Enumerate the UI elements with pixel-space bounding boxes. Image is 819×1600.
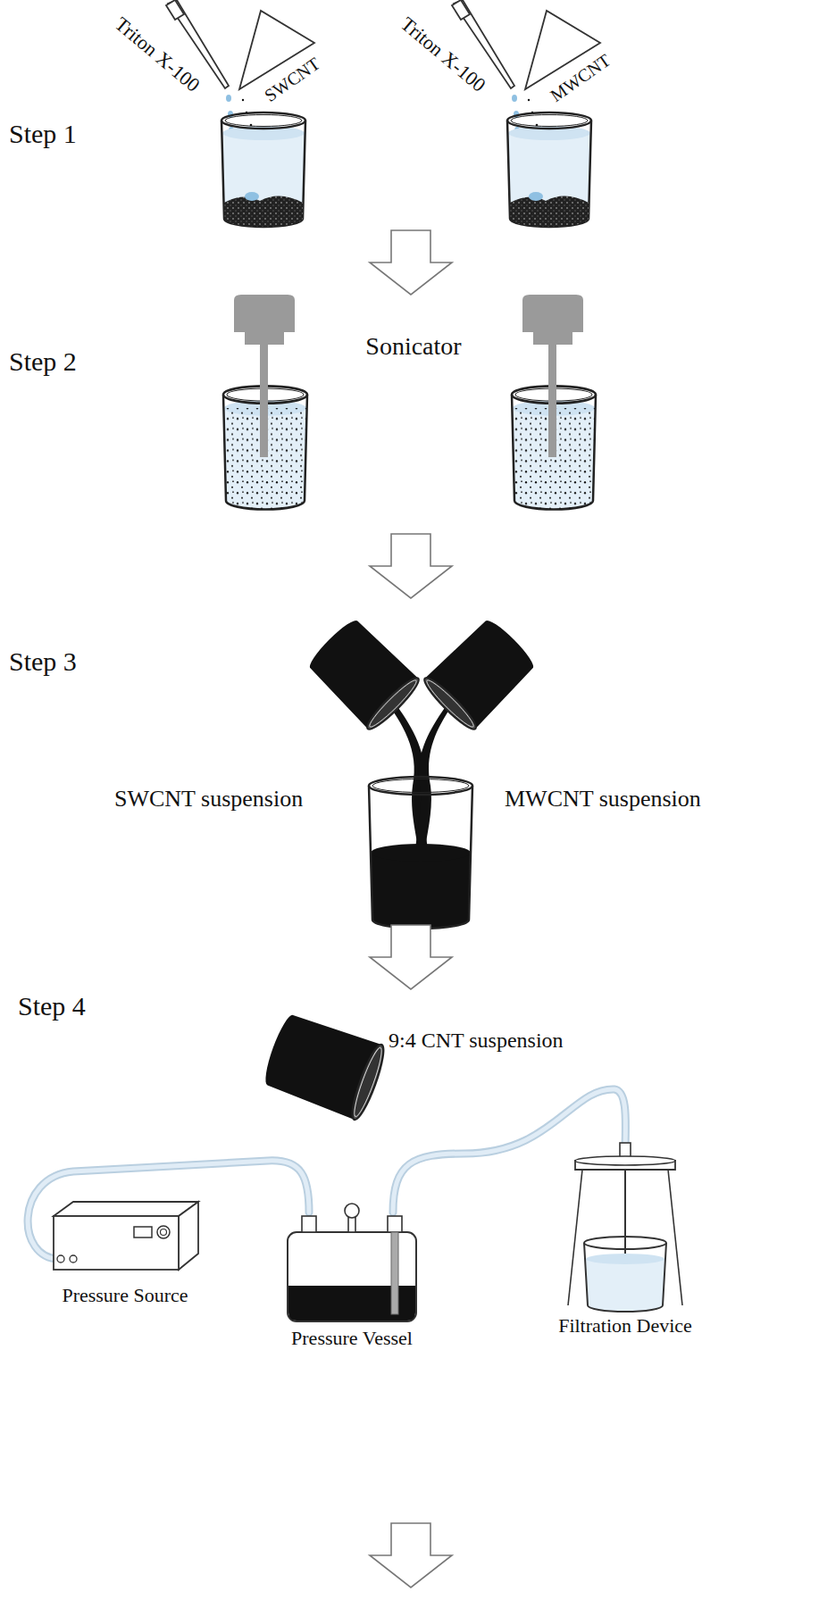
step1-beaker-left-part <box>244 192 260 201</box>
tilted-beaker-swcnt-part <box>303 614 423 734</box>
material-label: SWCNT <box>260 53 325 107</box>
sonicator-left-part <box>259 342 268 458</box>
pressure-source-part <box>157 1226 170 1239</box>
suspension-label: MWCNT suspension <box>504 785 702 813</box>
pressure-source-part <box>57 1255 65 1263</box>
filtration-device-part <box>575 1156 676 1166</box>
step1-pipette-left-part <box>166 0 184 20</box>
flow-arrow <box>369 534 452 599</box>
sonicator-right <box>511 294 596 510</box>
suspension-label: 9:4 CNT suspension <box>388 1028 564 1054</box>
step-label: Step 2 <box>8 346 77 378</box>
pressure-source-part <box>53 1202 199 1217</box>
tilted-beaker-cnt-part <box>259 1010 389 1123</box>
reagent-label: Triton X-100 <box>110 12 205 97</box>
sonicator-right-part <box>548 342 557 458</box>
pressure-vessel-part <box>344 1203 360 1219</box>
flow-arrow <box>369 230 452 295</box>
filtration-device-part <box>568 1170 583 1306</box>
pressure-source-part <box>69 1255 77 1263</box>
filtration-device-part <box>624 1170 627 1269</box>
equipment-label: Sonicator <box>365 332 461 361</box>
flow-arrow <box>369 1523 452 1588</box>
pressure-vessel <box>287 1203 417 1322</box>
step1-beaker-right-part <box>507 112 592 227</box>
flow-arrow <box>369 925 452 990</box>
pressure-source-part <box>160 1229 168 1237</box>
filtration-device-part <box>584 1243 667 1313</box>
sonicator-right-part <box>533 332 573 345</box>
step1-pipette-right-part <box>511 94 518 102</box>
mixing-beaker-part <box>370 844 471 862</box>
step-label: Step 1 <box>8 118 77 151</box>
mixing-beaker-part <box>370 852 471 929</box>
pressure-source <box>53 1202 199 1271</box>
step1-beaker-left-part <box>224 195 303 227</box>
mixing-beaker <box>368 777 473 929</box>
filtration-device <box>568 1143 683 1313</box>
step1-beaker-right <box>507 112 592 227</box>
equipment-label: Pressure Source <box>61 1284 188 1307</box>
pressure-vessel-part <box>391 1232 399 1315</box>
reagent-label: Triton X-100 <box>396 12 491 97</box>
pressure-vessel-part <box>387 1216 402 1233</box>
pressure-source-part <box>133 1227 152 1238</box>
pressure-vessel-part <box>287 1232 417 1322</box>
tilted-beaker-cnt <box>259 1010 389 1123</box>
mixing-beaker-part <box>372 779 469 794</box>
equipment-label: Pressure Vessel <box>291 1327 413 1350</box>
tubing-part <box>392 1089 626 1213</box>
step1-beaker-right-part <box>509 195 589 227</box>
pressure-source-part <box>53 1216 179 1271</box>
mixing-beaker-part <box>368 785 473 929</box>
step-label: Step 3 <box>8 646 77 678</box>
material-label: MWCNT <box>546 50 615 107</box>
step1-funnel-right-part-part <box>527 99 530 101</box>
pressure-source-part <box>178 1202 199 1271</box>
tilted-beaker-swcnt <box>303 614 423 734</box>
step-label: Step 4 <box>17 991 86 1023</box>
sonicator-left-part <box>244 332 285 345</box>
filtration-device-part <box>585 1259 665 1313</box>
filtration-device-part <box>585 1253 665 1265</box>
equipment-label: Filtration Device <box>558 1314 693 1338</box>
sonicator-left <box>223 294 308 510</box>
tilted-beaker-mwcnt-part <box>419 614 539 734</box>
mixing-beaker-part <box>368 777 473 795</box>
step1-pipette-left-part <box>225 94 232 102</box>
filtration-device-part <box>619 1143 631 1158</box>
pouring-streams-part <box>414 698 458 862</box>
filtration-device-part <box>584 1236 667 1250</box>
suspension-label: SWCNT suspension <box>114 785 303 813</box>
tubing-part <box>392 1089 626 1213</box>
step1-beaker-left <box>221 112 306 227</box>
pressure-vessel-part <box>301 1216 317 1233</box>
step1-pipette-right-part <box>451 0 470 20</box>
step1-beaker-right-part <box>528 192 544 201</box>
sonicator-left-part <box>234 294 295 333</box>
sonicator-right-part <box>522 294 584 333</box>
step1-funnel-left-part-part <box>242 99 244 101</box>
filtration-device-part <box>668 1170 683 1306</box>
step1-beaker-left-part <box>221 112 306 227</box>
tilted-beaker-mwcnt <box>419 614 539 734</box>
